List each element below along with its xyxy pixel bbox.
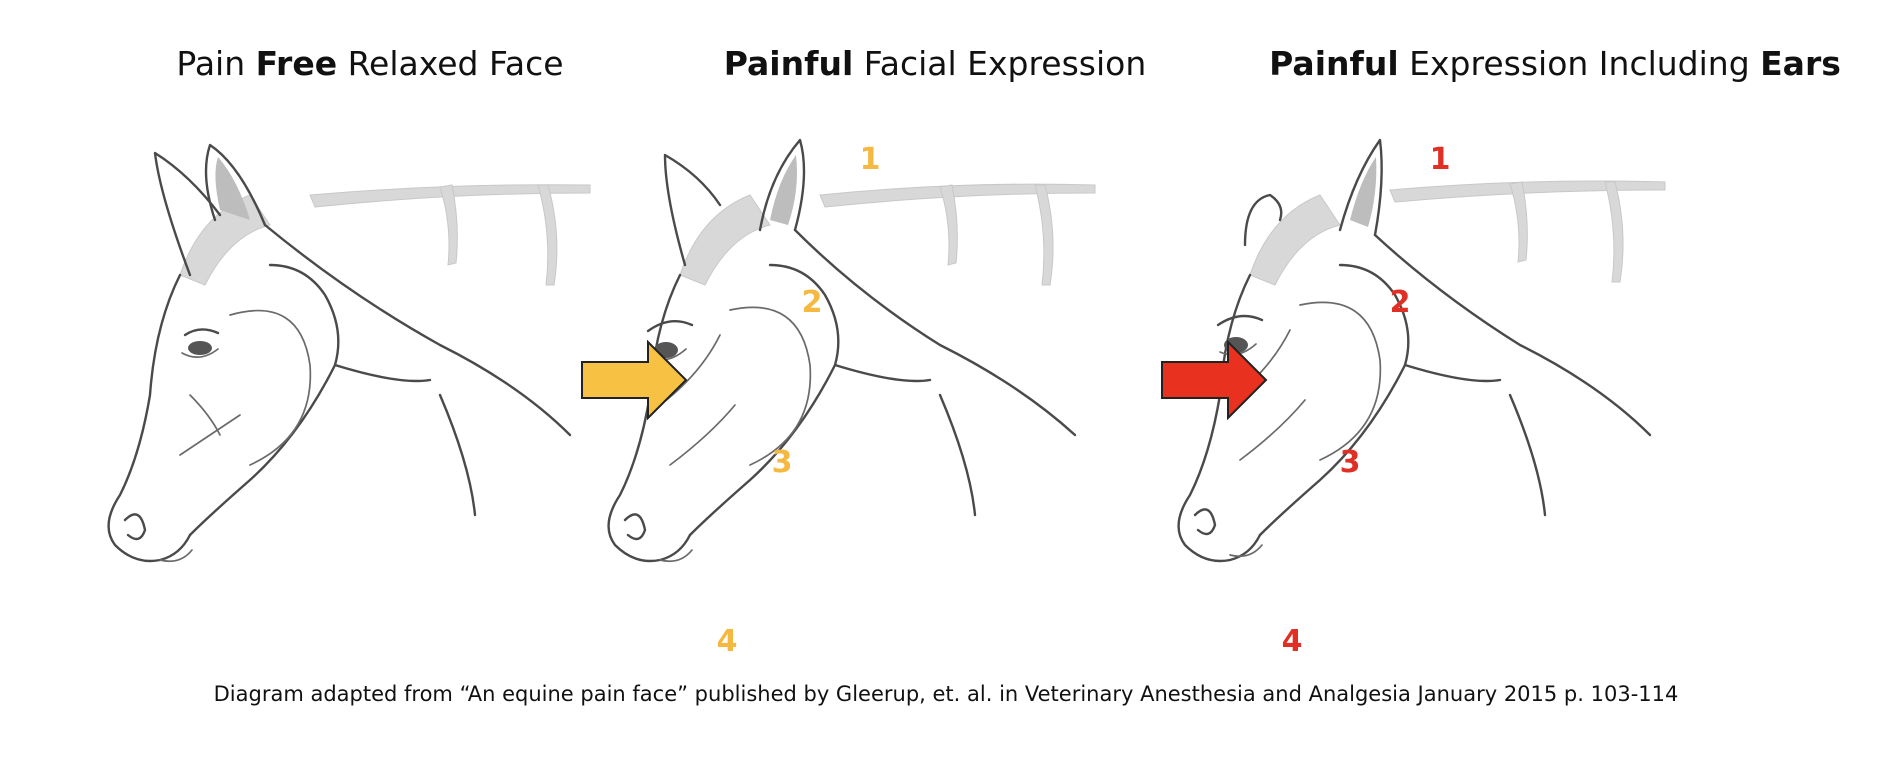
- horse-panel-painful-ears: [1177, 135, 1710, 635]
- horse-head-icon: [607, 138, 1096, 563]
- title-part: Expression Including: [1398, 44, 1761, 83]
- panel-title-relaxed: Pain Free Relaxed Face: [176, 44, 563, 84]
- panel-title-painful-ears: Painful Expression Including Ears: [1269, 44, 1841, 84]
- horse-head-icon: [1177, 138, 1666, 563]
- marker-eye: 2: [801, 285, 823, 320]
- horse-head-icon: [107, 143, 591, 563]
- horse-panel-painful: [607, 135, 1140, 635]
- marker-eye: 2: [1389, 285, 1411, 320]
- marker-cheek: 3: [771, 445, 793, 480]
- marker-cheek: 3: [1339, 445, 1361, 480]
- marker-mouth: 4: [1281, 624, 1303, 659]
- marker-ear: 1: [859, 142, 881, 177]
- title-part-bold: Painful: [1269, 44, 1399, 83]
- marker-ear: 1: [1429, 142, 1451, 177]
- title-part: Facial Expression: [853, 44, 1147, 83]
- title-part: Relaxed Face: [337, 44, 564, 83]
- title-part-bold: Ears: [1760, 44, 1841, 83]
- title-part-bold: Free: [255, 44, 338, 83]
- marker-mouth: 4: [716, 624, 738, 659]
- horse-panel-relaxed: [100, 135, 620, 635]
- title-part: Pain: [176, 44, 256, 83]
- panel-title-painful: Painful Facial Expression: [724, 44, 1147, 84]
- red-arrow-icon: [1160, 339, 1270, 421]
- caption: Diagram adapted from “An equine pain fac…: [213, 682, 1679, 706]
- title-part-bold: Painful: [723, 44, 854, 83]
- yellow-arrow-icon: [580, 339, 690, 421]
